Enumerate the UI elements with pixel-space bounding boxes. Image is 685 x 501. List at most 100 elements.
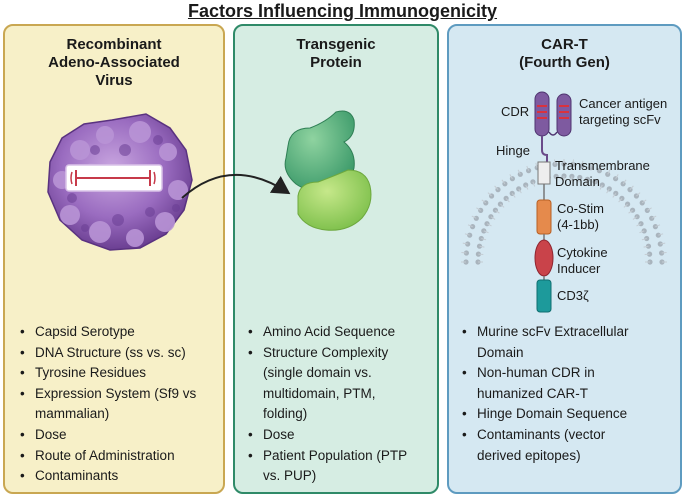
lipid-head-icon: [599, 182, 605, 188]
lipid-tail-icon: [511, 193, 516, 198]
panel-aav: Recombinant Adeno-Associated Virus Capsi…: [3, 24, 225, 494]
lipid-tail-icon: [606, 188, 610, 194]
lipid-tail-icon: [661, 252, 667, 254]
lipid-tail-icon: [500, 203, 505, 208]
bullet-item: DNA Structure (ss vs. sc): [18, 343, 223, 364]
panel-aav-title-line: Virus: [95, 72, 133, 89]
scfv-label-line: targeting scFv: [579, 112, 661, 127]
bullet-item: Route of Administration: [18, 446, 223, 467]
lipid-tail-icon: [505, 198, 510, 203]
lipid-tail-icon: [486, 223, 492, 227]
panel-protein-title-line: Protein: [310, 54, 362, 71]
aav-capsid-icon: [47, 113, 193, 251]
lipid-tail-icon: [464, 233, 470, 236]
lipid-tail-icon: [655, 224, 661, 228]
lipid-tail-icon: [660, 242, 666, 245]
lipid-tail-icon: [618, 198, 623, 203]
lipid-head-icon: [634, 214, 640, 220]
lipid-tail-icon: [518, 188, 522, 194]
lipid-tail-icon: [535, 162, 538, 168]
lipid-tail-icon: [641, 238, 647, 241]
lipid-tail-icon: [622, 179, 627, 185]
panel-protein-title-line: Transgenic: [296, 36, 376, 53]
lipid-tail-icon: [481, 199, 487, 204]
lipid-head-icon: [645, 243, 652, 249]
lipid-tail-icon: [494, 185, 499, 190]
lipid-head-icon: [476, 243, 483, 249]
lipid-tail-icon: [643, 245, 649, 248]
lipid-tail-icon: [607, 169, 611, 175]
lipid-head-icon: [592, 179, 598, 185]
cd3-label: CD3ζ: [557, 288, 589, 303]
lipid-tail-icon: [615, 174, 619, 179]
lipid-head-icon: [577, 174, 583, 181]
lipid-tail-icon: [639, 230, 645, 234]
lipid-head-icon: [584, 176, 591, 182]
lipid-tail-icon: [467, 224, 473, 228]
panel-transgenic-protein: Transgenic Protein Amino Acid Sequence S…: [233, 24, 439, 494]
cytokine-label-line: Cytokine: [557, 245, 608, 260]
lipid-tail-icon: [585, 179, 588, 185]
costim-label-line: Co-Stim: [557, 201, 604, 216]
lipid-tail-icon: [641, 199, 647, 204]
lipid-head-icon: [641, 228, 647, 234]
bullet-item: Hinge Domain Sequence: [460, 404, 680, 425]
bullet-item: Structure Complexity(single domain vs.mu…: [246, 343, 436, 425]
lipid-tail-icon: [629, 185, 634, 190]
scfv-label-line: Cancer antigen: [579, 96, 668, 111]
bullet-item: Capsid Serotype: [18, 322, 223, 343]
panel-car-t-title-line: (Fourth Gen): [519, 54, 610, 71]
lipid-head-icon: [517, 171, 523, 177]
scfv-label: Cancer antigen targeting scFv: [579, 96, 667, 128]
cdr-label: CDR: [501, 104, 530, 119]
lipid-tail-icon: [612, 193, 617, 198]
bullet-item: Contaminants: [18, 466, 223, 487]
lipid-tail-icon: [599, 184, 603, 190]
lipid-tail-icon: [481, 238, 487, 241]
panel-protein-title: Transgenic Protein: [235, 36, 437, 72]
lipid-tail-icon: [572, 159, 574, 165]
lipid-tail-icon: [581, 160, 584, 166]
lipid-tail-icon: [517, 169, 521, 175]
transmembrane-label-line: Domain: [555, 174, 600, 189]
lipid-tail-icon: [647, 207, 652, 211]
lipid-tail-icon: [554, 159, 556, 165]
lipid-tail-icon: [651, 215, 657, 219]
lipid-tail-icon: [471, 215, 477, 219]
lipid-tail-icon: [532, 181, 536, 187]
lipid-tail-icon: [598, 165, 602, 171]
panel-aav-title-line: Adeno-Associated: [48, 54, 180, 71]
lipid-tail-icon: [490, 216, 496, 220]
lipid-tail-icon: [578, 177, 581, 183]
panel-car-t: CAR-T (Fourth Gen) Murine scFv Extracell…: [447, 24, 682, 494]
lipid-tail-icon: [526, 165, 530, 171]
bullet-item: Dose: [246, 425, 436, 446]
protein-factor-list: Amino Acid Sequence Structure Complexity…: [246, 322, 436, 487]
cytokine-label-line: Inducer: [557, 261, 601, 276]
hinge-label: Hinge: [496, 143, 530, 158]
panel-aav-title: Recombinant Adeno-Associated Virus: [5, 36, 223, 90]
figure-title: Factors Influencing Immunogenicity: [187, 1, 498, 21]
arrow-icon: [181, 174, 291, 199]
lipid-tail-icon: [476, 207, 481, 211]
panel-car-t-title-line: CAR-T: [541, 36, 588, 53]
car-receptor-icon: [534, 91, 572, 313]
lipid-head-icon: [488, 214, 494, 220]
protein-structure-icon: [284, 110, 372, 231]
lipid-tail-icon: [632, 216, 638, 220]
lipid-tail-icon: [623, 203, 628, 208]
lipid-tail-icon: [509, 174, 513, 179]
lipid-tail-icon: [590, 162, 593, 168]
transmembrane-label-line: Transmembrane: [555, 158, 650, 173]
bullet-item: Amino Acid Sequence: [246, 322, 436, 343]
lipid-tail-icon: [461, 252, 467, 254]
lipid-tail-icon: [462, 242, 468, 245]
lipid-tail-icon: [636, 223, 642, 227]
bullet-item: Dose: [18, 425, 223, 446]
lipid-tail-icon: [483, 230, 489, 234]
lipid-tail-icon: [658, 233, 664, 236]
